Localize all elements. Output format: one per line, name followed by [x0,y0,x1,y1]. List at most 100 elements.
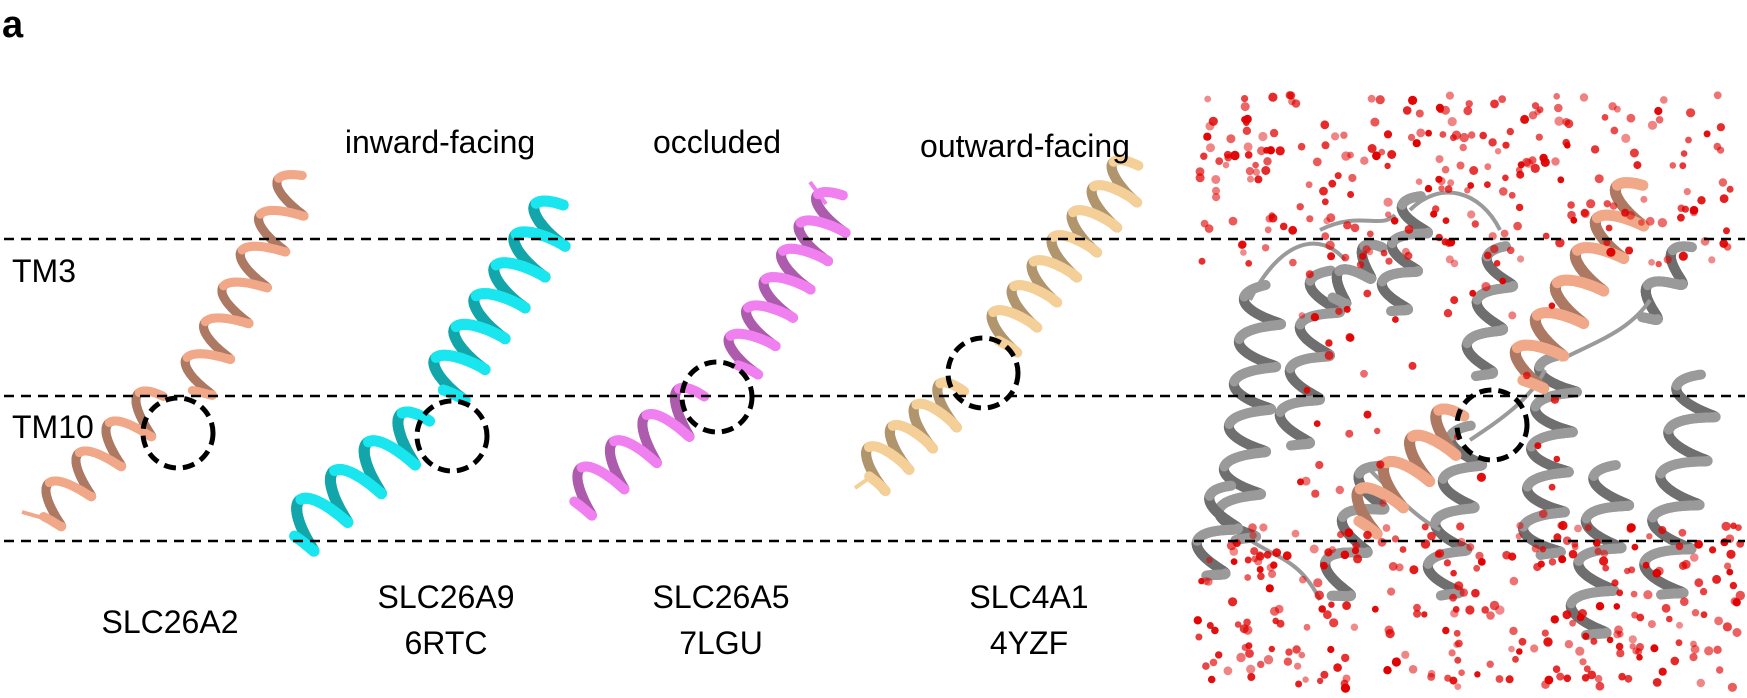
water-molecule [1376,95,1385,104]
water-molecule [1690,209,1698,217]
water-molecule [1306,181,1313,188]
water-molecule [1368,95,1376,103]
water-molecules [1194,91,1745,693]
water-molecule [1507,128,1514,135]
water-molecule [1679,562,1687,570]
water-molecule [1704,130,1711,137]
water-molecule [1320,562,1328,570]
water-molecule [1666,616,1673,623]
water-molecule [1224,666,1233,675]
water-molecule [1640,196,1647,203]
structure-name-slc4a1: SLC4A1 [969,578,1088,616]
water-molecule [1724,563,1731,570]
water-molecule [1551,157,1559,165]
water-molecule [1297,478,1304,485]
water-molecule [1205,224,1214,233]
water-molecule [1487,661,1494,668]
water-molecule [1244,142,1253,151]
water-molecule [1646,533,1652,539]
state-label-inward: inward-facing [345,123,535,161]
helix-pair-slc26a9-segment-2 [434,201,565,400]
water-molecule [1384,198,1393,207]
water-molecule [1442,627,1449,634]
water-molecule [1484,163,1491,170]
water-molecule [1481,606,1489,614]
water-molecule [1257,573,1265,581]
water-molecule [1322,141,1330,149]
water-molecule [1633,161,1641,169]
water-molecule [1240,624,1249,633]
water-molecule [1534,442,1541,449]
water-molecule [1631,591,1638,598]
water-molecule [1416,110,1424,118]
water-molecule [1196,167,1205,176]
water-molecule [1442,166,1450,174]
water-molecule [1199,258,1206,265]
water-molecule [1708,256,1715,263]
water-molecule [1686,108,1695,117]
water-molecule [1495,148,1501,154]
water-molecule [1658,218,1667,227]
water-molecule [1210,659,1218,667]
water-molecule [1670,162,1677,169]
water-molecule [1720,538,1728,546]
water-molecule [1241,102,1250,111]
water-molecule [1448,117,1457,126]
water-molecule [1714,143,1722,151]
water-molecule [1266,584,1274,592]
water-molecule [1204,96,1211,103]
water-molecule [1265,226,1272,233]
water-molecule [1621,134,1630,143]
water-molecule [1295,681,1302,688]
water-molecule [1215,651,1222,658]
water-molecule [1616,643,1624,651]
water-molecule [1378,538,1387,547]
water-molecule [1499,278,1506,285]
water-molecule [1551,615,1559,623]
water-molecule [1331,132,1339,140]
water-molecule [1680,597,1689,606]
water-molecule [1223,162,1230,169]
water-molecule [1650,644,1658,652]
water-molecule [1453,606,1460,613]
water-molecule [1353,554,1362,563]
water-molecule [1263,157,1271,165]
water-molecule [1269,646,1275,652]
water-molecule [1596,602,1604,610]
water-molecule [1676,622,1683,629]
water-molecule [1602,565,1609,572]
water-molecule [1254,175,1262,183]
water-molecule [1549,558,1556,565]
water-molecule [1229,217,1238,226]
helix-pair-slc26a2 [44,175,305,527]
water-molecule [1735,524,1742,531]
water-molecule [1379,149,1386,156]
water-molecule [1614,106,1621,113]
water-molecule [1269,212,1276,219]
grey-helix-6 [1467,246,1513,376]
helix-pair-slc26a5-segment-2 [729,192,846,374]
water-molecule [1435,176,1442,183]
structure-pdb-slc4a1: 4YZF [990,624,1068,662]
water-molecule [1325,339,1332,346]
water-molecule [1238,241,1246,249]
water-molecule [1517,255,1524,262]
state-label-occluded: occluded [653,123,781,161]
water-molecule [1270,561,1277,568]
water-molecule [1360,157,1368,165]
water-molecule [1363,531,1372,540]
water-molecule [1310,545,1319,554]
water-molecule [1447,179,1454,186]
water-molecule [1241,116,1248,123]
water-molecule [1728,683,1737,692]
water-molecule [1366,248,1373,255]
water-molecule [1299,312,1306,319]
water-molecule [1691,645,1700,654]
structure-pdb-slc26a5: 7LGU [679,624,763,662]
water-molecule [1370,118,1379,127]
water-molecule [1586,199,1595,208]
water-molecule [1241,95,1248,102]
water-molecule [1311,313,1319,321]
water-molecule [1724,243,1732,251]
